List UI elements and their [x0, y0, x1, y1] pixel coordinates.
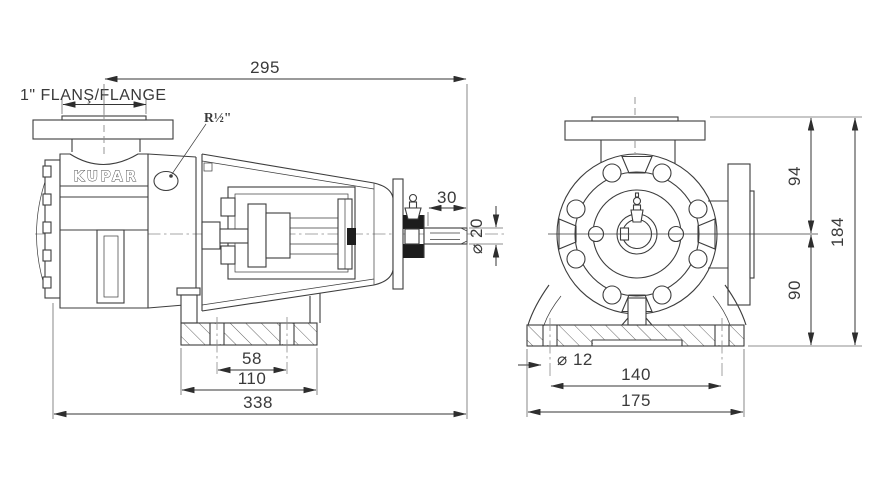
- dim-94-90-184: 94 90 184: [710, 116, 862, 347]
- dim-base-hole-spacing: 140: [621, 365, 651, 384]
- dim-flange-top-to-center: 94: [785, 166, 804, 186]
- front-view: ⌀ 12 140 175 94 90 184: [518, 97, 862, 417]
- dim-base-width: 175: [621, 391, 651, 410]
- dim-110: 110: [180, 348, 318, 395]
- plug-label: R½": [204, 110, 231, 125]
- dim-total-height: 184: [828, 217, 847, 247]
- flange-bolt: [652, 163, 672, 183]
- discharge-flange-edge: [708, 163, 755, 306]
- dim-58: 58: [217, 349, 287, 374]
- dim-175: 175: [526, 349, 745, 417]
- shaft-key: [347, 228, 356, 245]
- bearing-housing: [201, 153, 404, 312]
- shaft-end: [423, 227, 468, 245]
- front-base: [526, 284, 747, 376]
- casing-boss: [96, 229, 125, 304]
- side-foot: [176, 287, 321, 374]
- flange-label: 1" FLANŞ/FLANGE: [20, 87, 167, 104]
- dim-center-to-base: 90: [785, 280, 804, 300]
- suction-flange-edge: [36, 159, 61, 299]
- top-flange-plate: [32, 119, 174, 140]
- brand-logo: KUPAR: [73, 169, 138, 185]
- dim-hole-dia: ⌀ 12: [518, 350, 593, 369]
- flange-bolt: [688, 249, 708, 269]
- grease-nipple-icon: [404, 193, 422, 220]
- shaft-hub: [247, 203, 267, 268]
- flange-bolt: [602, 285, 622, 305]
- dim-foot-length: 110: [238, 369, 267, 388]
- dim-30: 30: [427, 188, 467, 226]
- plug-boss: [153, 170, 179, 192]
- dim-plug: R½": [169, 110, 231, 178]
- dim-shaft-dia: ⌀ 20: [467, 206, 503, 266]
- impeller-bolt: [201, 221, 221, 250]
- flange-bolt: [602, 163, 622, 183]
- grease-nipple-icon: [630, 192, 644, 223]
- base-plate-section: [526, 324, 745, 347]
- dim-shaft-diameter: ⌀ 20: [467, 218, 486, 254]
- dim-overall-length: 338: [243, 393, 273, 412]
- flange-bolt: [652, 285, 672, 305]
- dim-295: 295: [103, 58, 468, 419]
- dim-flange: 1" FLANŞ/FLANGE: [20, 87, 167, 114]
- bearing-end-cover: [392, 178, 404, 290]
- pump-casing: KUPAR: [32, 115, 174, 309]
- seal-stack: [403, 215, 425, 258]
- flange-bolt: [688, 199, 708, 219]
- dim-338: 338: [52, 303, 467, 419]
- dim-length-to-shaft-end: 295: [250, 58, 280, 77]
- dim-foot-hole-spacing: 58: [242, 349, 262, 368]
- base-plate-section: [180, 322, 318, 346]
- flange-bolt: [566, 249, 586, 269]
- front-top-flange: [564, 97, 706, 177]
- dim-140: 140: [550, 365, 722, 390]
- dim-shaft-stub-length: 30: [437, 188, 457, 207]
- pedestal: [627, 297, 647, 326]
- flange-bolt: [566, 199, 586, 219]
- dim-base-hole-diameter: ⌀ 12: [557, 350, 593, 369]
- side-view: KUPAR: [20, 58, 505, 419]
